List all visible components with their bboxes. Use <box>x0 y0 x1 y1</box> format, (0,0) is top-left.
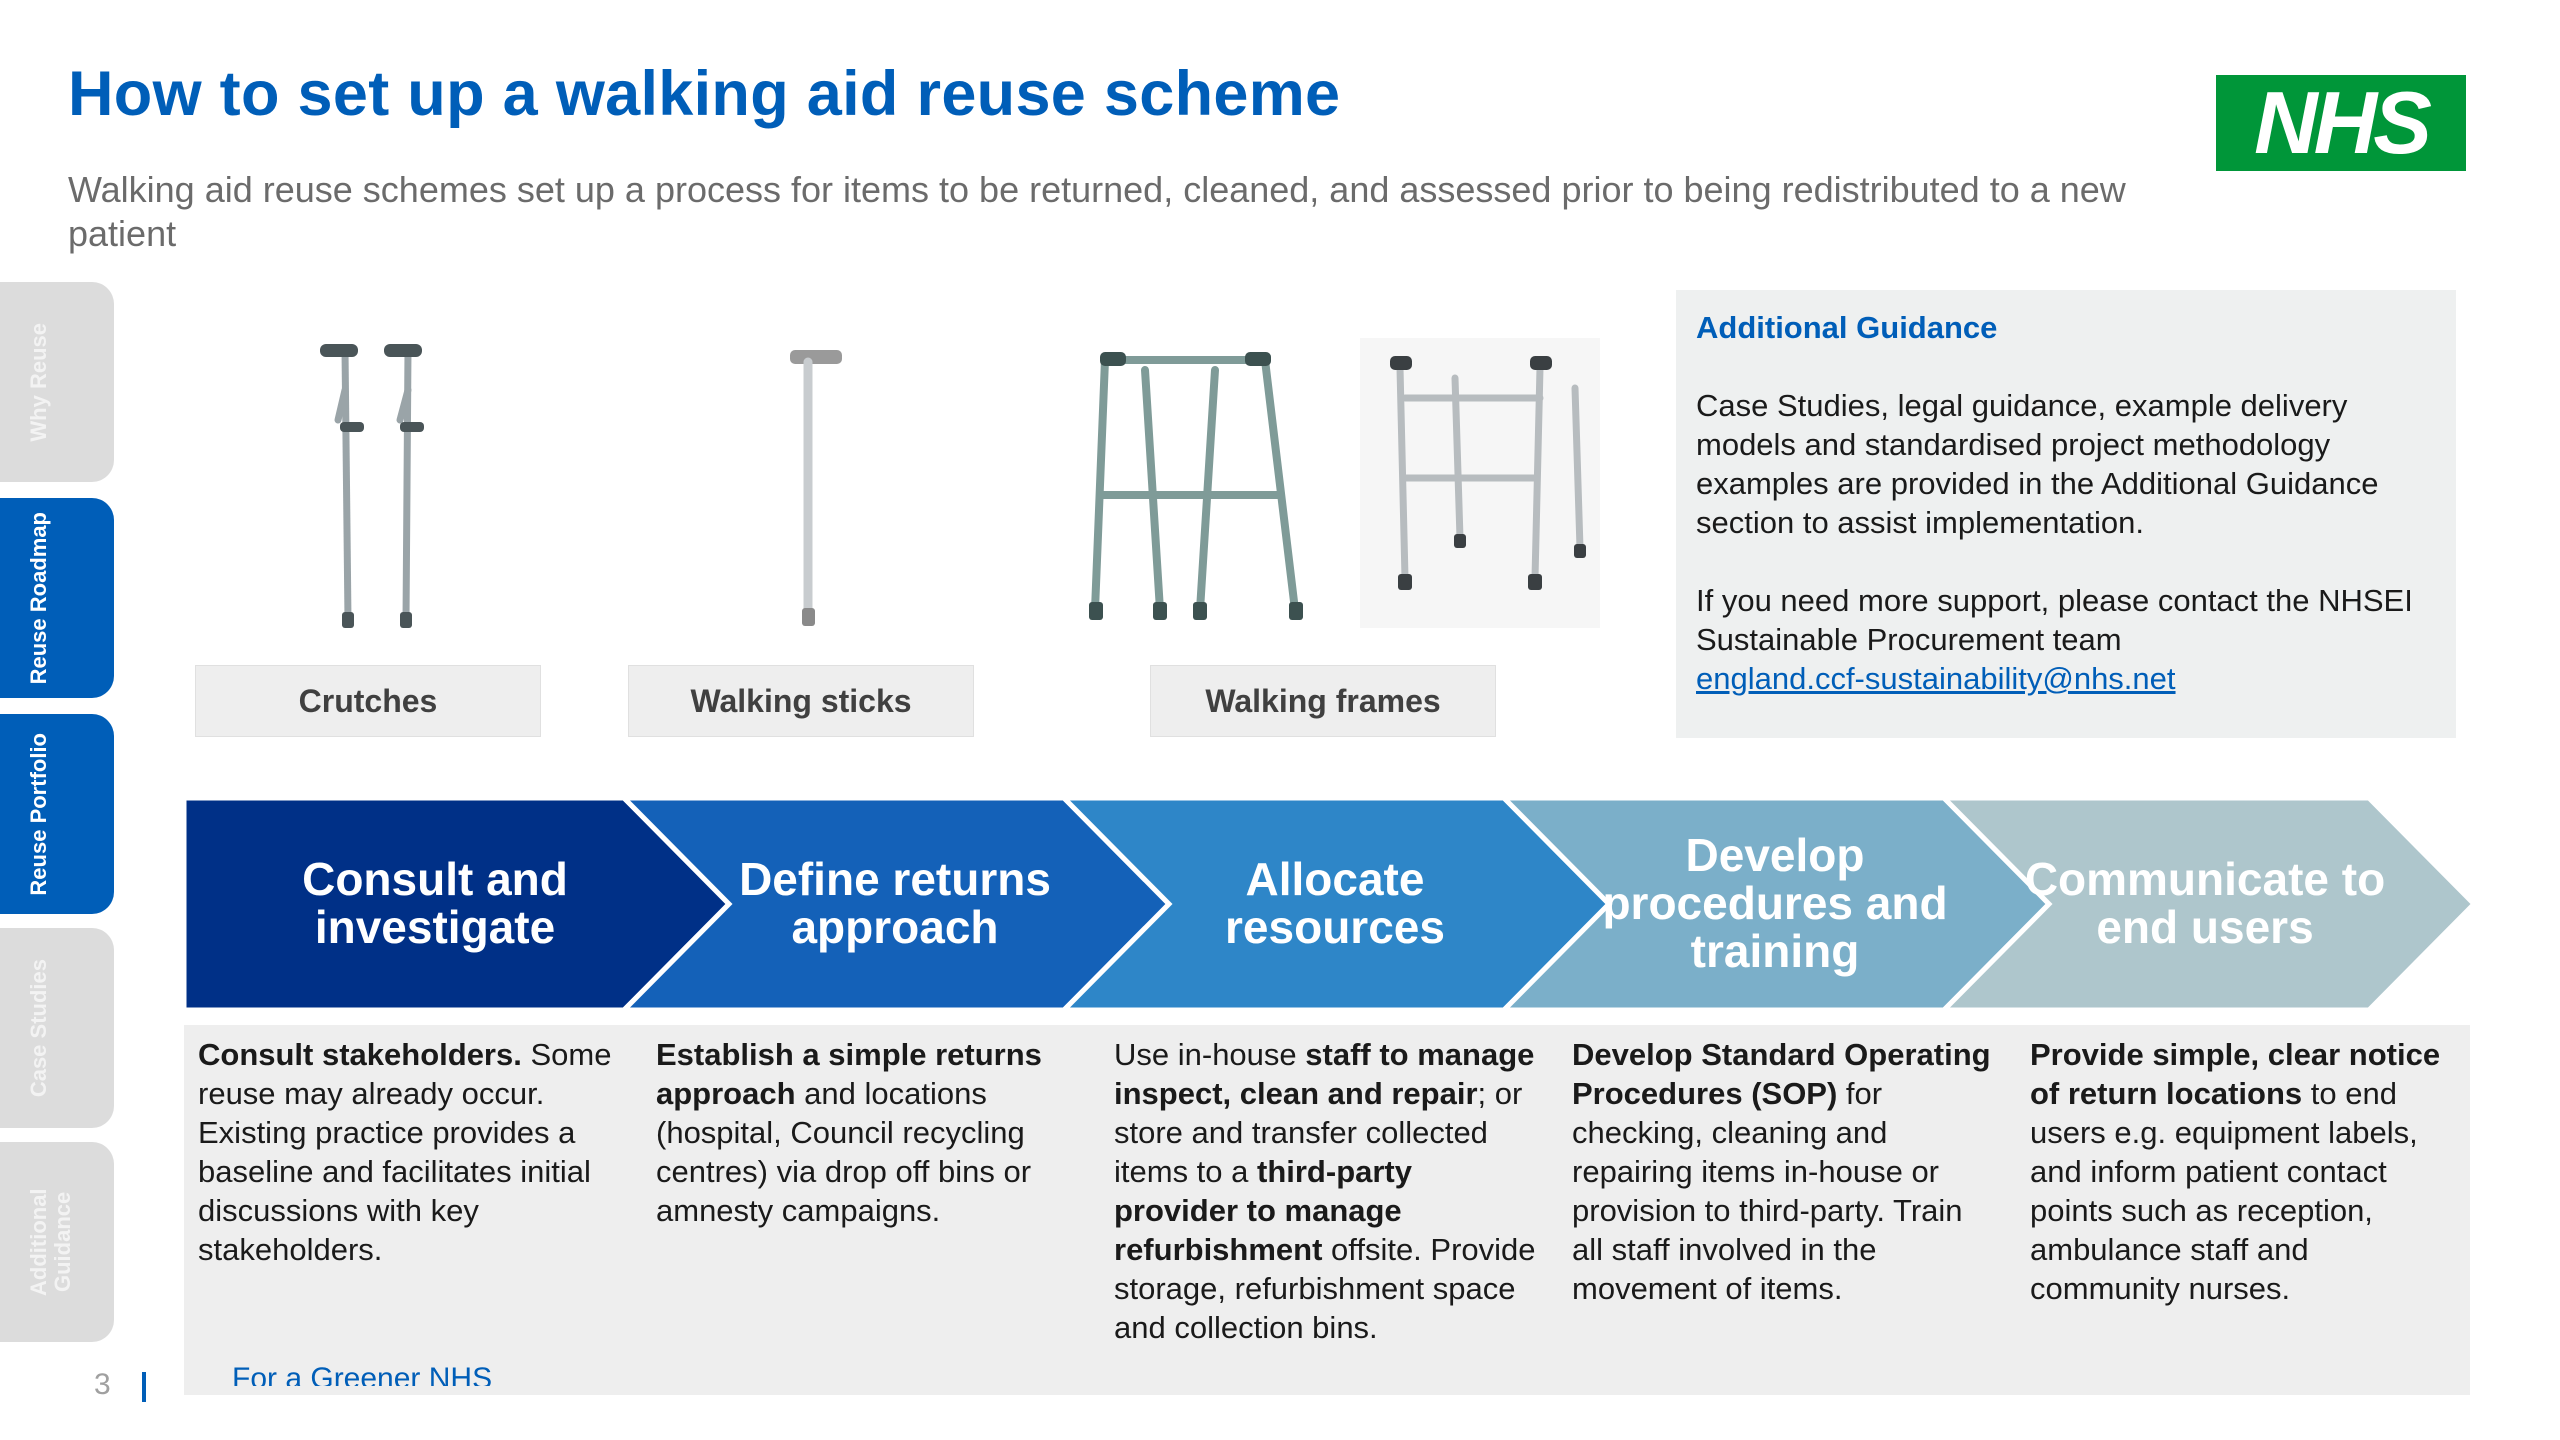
sidebar-tab-additional-guidance[interactable]: Additional Guidance <box>0 1142 114 1342</box>
sidebar-tab-label: Reuse Portfolio <box>27 733 87 896</box>
item-label-crutches: Crutches <box>195 665 541 737</box>
step-2-description: Establish a simple returns approach and … <box>656 1035 1081 1230</box>
walking-frame-icon <box>1360 338 1600 628</box>
step-1-description: Consult stakeholders. Some reuse may alr… <box>198 1035 623 1269</box>
step-1-title: Consult and investigate <box>250 798 620 1008</box>
sidebar-tab-why-reuse[interactable]: Why Reuse <box>0 282 114 482</box>
sidebar-tab-reuse-portfolio[interactable]: Reuse Portfolio <box>0 714 114 914</box>
guidance-support-text: If you need more support, please contact… <box>1696 583 2413 657</box>
guidance-email-link[interactable]: england.ccf-sustainability@nhs.net <box>1696 661 2176 696</box>
step-2-title: Define returns approach <box>700 798 1090 1008</box>
nhs-logo: NHS <box>2216 75 2466 171</box>
step-3-description: Use in-house staff to manage inspect, cl… <box>1114 1035 1539 1347</box>
step-5-description: Provide simple, clear notice of return l… <box>2030 1035 2455 1308</box>
step-4-title: Develop procedures and training <box>1580 798 1970 1008</box>
sidebar-tab-case-studies[interactable]: Case Studies <box>0 928 114 1128</box>
walking-stick-icon <box>760 340 860 640</box>
step-3-title: Allocate resources <box>1140 798 1530 1008</box>
walking-frame-icon <box>1065 340 1325 630</box>
sidebar-tab-label: Why Reuse <box>27 323 87 442</box>
sidebar-tab-label: Case Studies <box>27 959 87 1097</box>
page-title: How to set up a walking aid reuse scheme <box>68 58 1340 130</box>
footer-tagline: For a Greener NHS <box>232 1362 492 1386</box>
nhs-logo-text: NHS <box>2254 79 2428 167</box>
crutches-icon <box>300 330 480 640</box>
item-label-walking-frames: Walking frames <box>1150 665 1496 737</box>
sidebar-tab-reuse-roadmap[interactable]: Reuse Roadmap <box>0 498 114 698</box>
page-subtitle: Walking aid reuse schemes set up a proce… <box>68 168 2188 256</box>
step-4-description: Develop Standard Operating Procedures (S… <box>1572 1035 1997 1308</box>
guidance-body: Case Studies, legal guidance, example de… <box>1696 386 2436 542</box>
description-text: Use in-house <box>1114 1037 1305 1072</box>
additional-guidance-box: Additional Guidance Case Studies, legal … <box>1676 290 2456 738</box>
sidebar-tab-label: Additional Guidance <box>27 1142 87 1342</box>
description-emphasis: Consult stakeholders. <box>198 1037 522 1072</box>
guidance-support: If you need more support, please contact… <box>1696 581 2436 698</box>
item-label-walking-sticks: Walking sticks <box>628 665 974 737</box>
description-emphasis: Develop Standard Operating Procedures (S… <box>1572 1037 1991 1111</box>
footer-divider <box>142 1372 146 1402</box>
step-5-title: Communicate to end users <box>2020 798 2390 1008</box>
page-number: 3 <box>94 1368 111 1402</box>
sidebar-tab-label: Reuse Roadmap <box>27 512 87 684</box>
guidance-title: Additional Guidance <box>1696 308 2436 347</box>
